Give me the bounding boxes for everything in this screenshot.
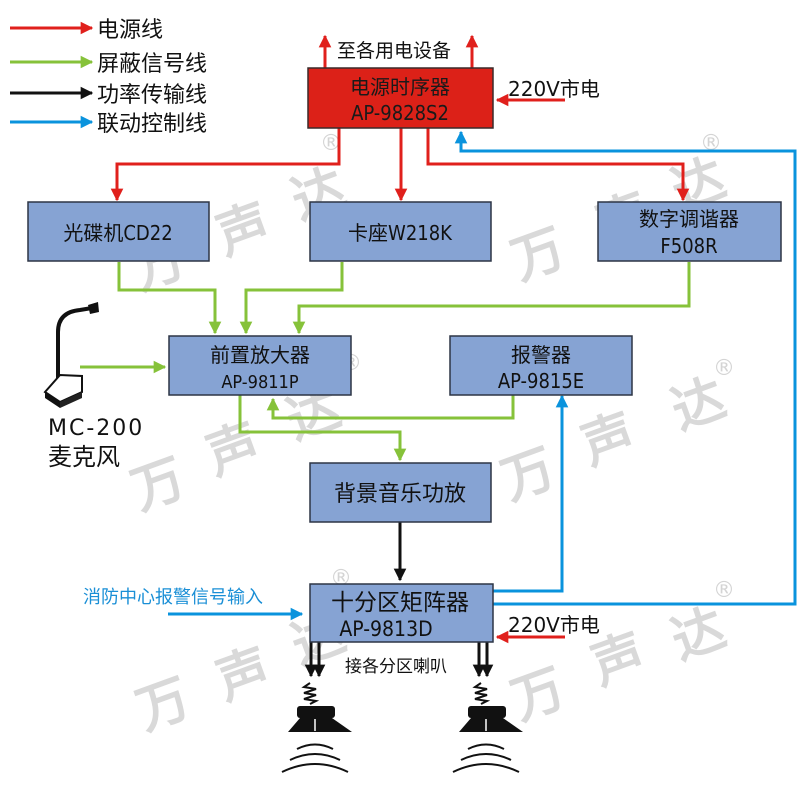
device-name: 光碟机CD22 (63, 221, 172, 245)
control-line-alarm (493, 394, 569, 593)
preamp-box[interactable]: 前置放大器 AP-9811P (168, 335, 352, 396)
speakers-label: 接各分区喇叭 (345, 657, 447, 677)
device-name: 十分区矩阵器 (331, 590, 469, 616)
legend-item-power: 电源线 (10, 18, 163, 43)
legend: 电源线 屏蔽信号线 功率传输线 联动控制线 (10, 18, 207, 137)
watermark-char: 达 (664, 598, 733, 672)
registered-mark: ® (713, 578, 735, 603)
registered-mark: ® (713, 356, 735, 381)
speaker-icon-right (452, 682, 523, 773)
device-name: 背景音乐功放 (334, 482, 466, 507)
watermark-char: 声 (574, 403, 643, 477)
watermark-char: 万 (504, 658, 573, 732)
microphone-name: 麦克风 (48, 443, 120, 471)
power-sequencer-box[interactable]: 电源时序器 AP-9828S2 (307, 67, 494, 129)
zone-matrix-box[interactable]: 十分区矩阵器 AP-9813D (309, 583, 494, 643)
legend-item-amplified: 功率传输线 (10, 83, 207, 108)
signal-line-tuner (292, 262, 691, 335)
device-name: 电源时序器 (350, 75, 450, 99)
watermark-char: 万 (129, 668, 198, 742)
microphone-icon (43, 302, 99, 408)
mains-label-top: 220V市电 (508, 77, 600, 101)
connections (80, 34, 797, 678)
power-line-tuner (426, 128, 690, 202)
mains-label-bottom: 220V市电 (508, 613, 600, 637)
signal-line-cassette (239, 262, 344, 335)
legend-label: 屏蔽信号线 (97, 52, 207, 77)
background-amplifier-box[interactable]: 背景音乐功放 (309, 462, 492, 523)
watermark-char: 声 (199, 413, 268, 487)
signal-line-amplifier (238, 395, 407, 462)
device-name: 数字调谐器 (639, 207, 739, 231)
device-model: AP-9828S2 (351, 101, 449, 125)
cassette-deck-box[interactable]: 卡座W218K (309, 201, 492, 262)
device-model: AP-9811P (221, 372, 298, 393)
watermark-char: 声 (209, 193, 278, 267)
device-model: AP-9813D (339, 617, 432, 641)
alarm-box[interactable]: 报警器 AP-9815E (449, 335, 633, 396)
legend-label: 功率传输线 (97, 83, 207, 108)
watermark-char: 万 (494, 438, 563, 512)
legend-label: 联动控制线 (97, 112, 207, 137)
watermark-char: 万 (124, 448, 193, 522)
legend-item-control: 联动控制线 (10, 112, 207, 137)
legend-item-signal: 屏蔽信号线 (10, 52, 207, 77)
device-model: F508R (660, 234, 717, 258)
tuner-box[interactable]: 数字调谐器 F508R (597, 201, 782, 262)
watermark-char: 声 (209, 638, 278, 712)
cd-player-box[interactable]: 光碟机CD22 (27, 201, 210, 262)
fire-input-label: 消防中心报警信号输入 (83, 587, 263, 608)
legend-label: 电源线 (97, 18, 163, 43)
microphone-model: MC-200 (48, 416, 144, 441)
device-name: 前置放大器 (210, 343, 310, 367)
device-name: 报警器 (511, 343, 571, 367)
control-line-sequencer (454, 130, 797, 606)
device-name: 卡座W218K (348, 221, 453, 245)
speaker-icon-left (281, 682, 352, 773)
to-equipment-label: 至各用电设备 (337, 40, 451, 62)
watermark-char: 万 (504, 218, 573, 292)
registered-mark: ® (320, 131, 342, 156)
power-line-cd (110, 128, 341, 202)
device-model: AP-9815E (498, 369, 584, 393)
signal-line-alarm (266, 395, 515, 420)
signal-line-cd (117, 262, 222, 335)
